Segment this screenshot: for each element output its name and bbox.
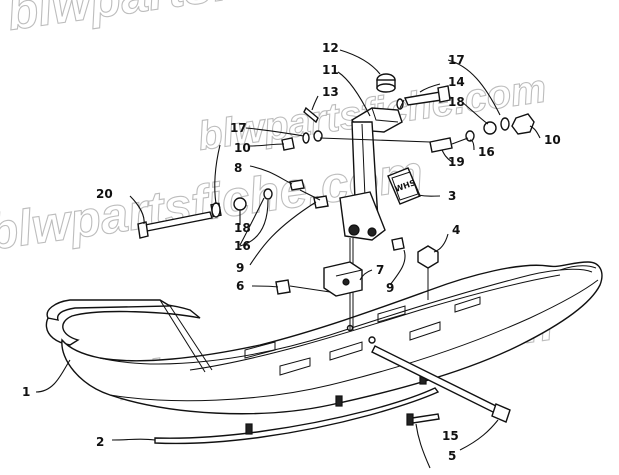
decal: WHS <box>387 167 421 205</box>
callout-6: 6 <box>236 279 244 293</box>
nut-4 <box>417 245 439 269</box>
callout-12: 12 <box>322 41 339 55</box>
bushing <box>263 188 273 200</box>
screw-13 <box>303 106 319 124</box>
callout-9-left: 9 <box>236 261 244 275</box>
saddle-mount <box>323 261 363 297</box>
callout-8: 8 <box>234 161 242 175</box>
ski-handle <box>46 299 213 373</box>
bushing-9-right <box>391 237 405 251</box>
bushing-6 <box>275 279 291 295</box>
nut <box>233 197 247 211</box>
callout-10-right: 10 <box>544 133 561 147</box>
washer-upper-left <box>302 132 310 144</box>
bolt-14 <box>396 85 451 110</box>
callout-17-left: 17 <box>230 121 247 135</box>
watermark-line-1: blwpartsfiche.com <box>4 0 447 41</box>
callout-17-right: 17 <box>448 53 465 67</box>
sleeve-19 <box>429 137 453 153</box>
washer <box>211 202 221 218</box>
washer-right <box>500 117 510 131</box>
callout-11: 11 <box>322 63 339 77</box>
callout-18-right: 18 <box>448 95 465 109</box>
callout-14: 14 <box>448 75 465 89</box>
callout-4: 4 <box>452 223 460 237</box>
callout-2: 2 <box>96 435 104 449</box>
callout-16-right: 16 <box>478 145 495 159</box>
callout-5: 5 <box>448 449 456 463</box>
callout-7: 7 <box>376 263 384 277</box>
callout-13: 13 <box>322 85 339 99</box>
callout-19: 19 <box>448 155 465 169</box>
nut-right <box>483 121 497 135</box>
callout-15: 15 <box>442 429 459 443</box>
callout-9-right: 9 <box>386 281 394 295</box>
ski-body <box>45 261 603 415</box>
leader-lines <box>35 49 541 469</box>
callout-3: 3 <box>448 189 456 203</box>
bushing-upper-left <box>313 130 323 142</box>
callout-1: 1 <box>22 385 30 399</box>
callout-18-left: 18 <box>234 221 251 235</box>
callout-16-left: 16 <box>234 239 251 253</box>
nut-10-right <box>511 113 535 135</box>
nut-upper-left <box>281 137 295 151</box>
callout-20: 20 <box>96 187 113 201</box>
spindle <box>339 73 403 330</box>
bolt-5 <box>371 345 511 423</box>
callout-10-left: 10 <box>234 141 251 155</box>
bolt-15 <box>406 413 440 426</box>
sleeve <box>289 179 305 191</box>
callout-labels: 1 2 3 4 5 6 7 8 9 9 10 10 11 12 13 14 15… <box>22 41 561 463</box>
